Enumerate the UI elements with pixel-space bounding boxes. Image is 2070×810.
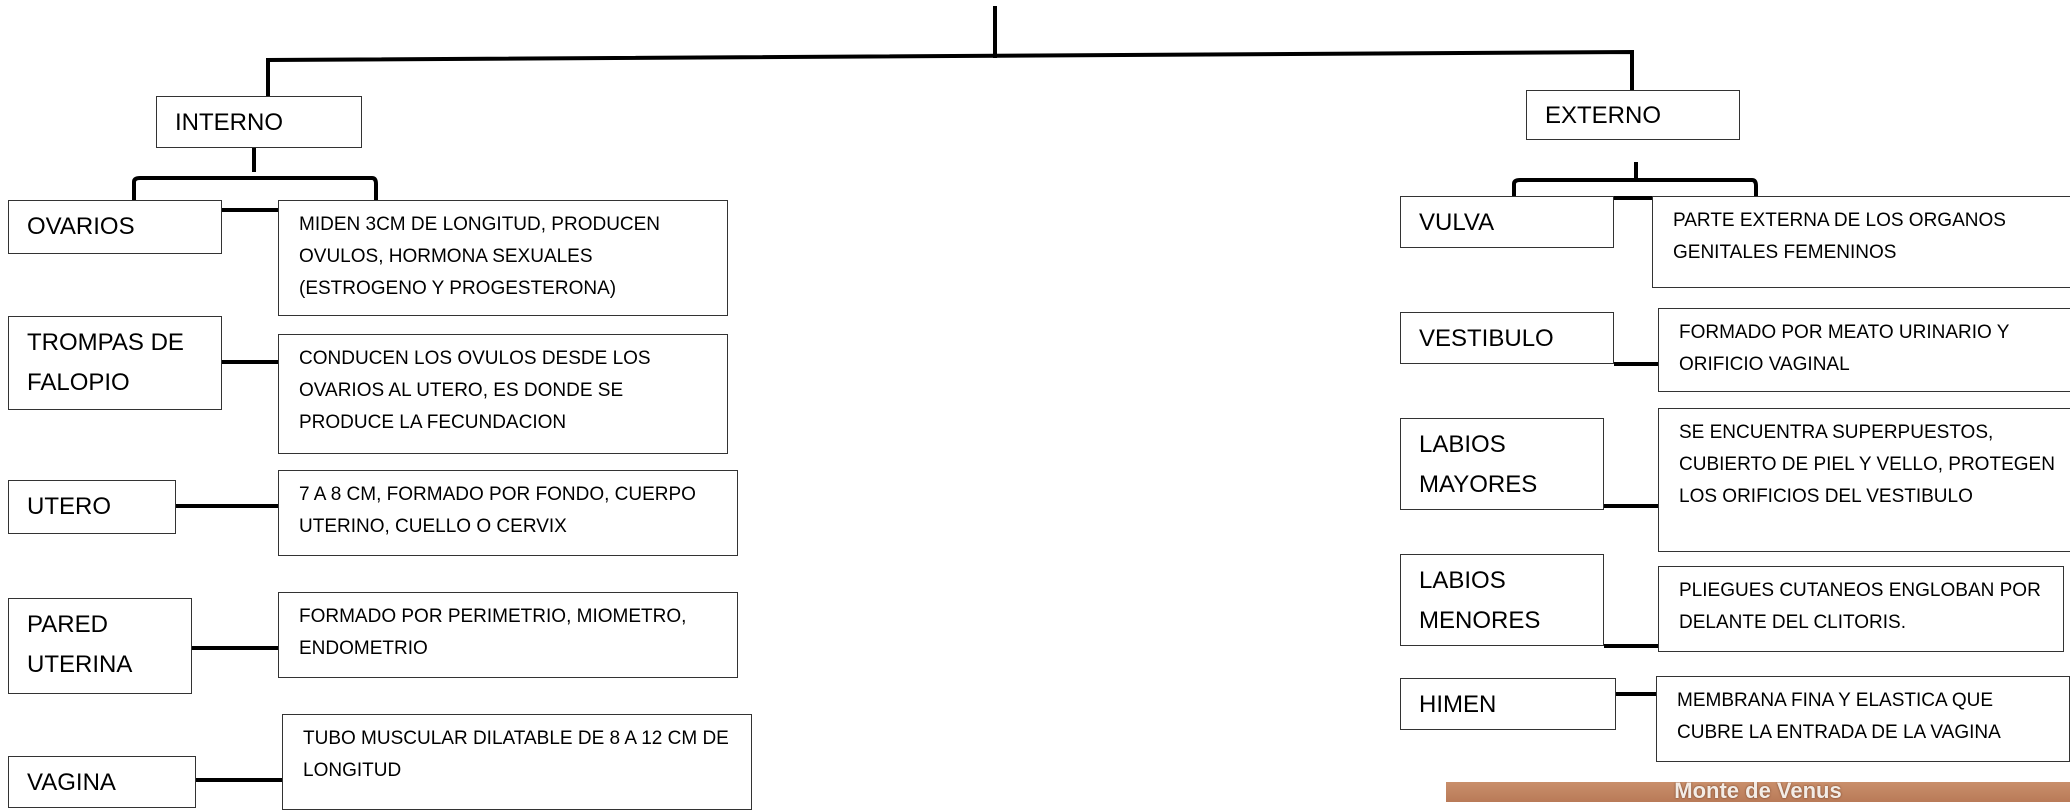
desc-box-utero: 7 A 8 CM, FORMADO POR FONDO, CUERPO UTER… [278,470,738,556]
desc-box-himen: MEMBRANA FINA Y ELASTICA QUE CUBRE LA EN… [1656,676,2070,762]
branch-title-interno: INTERNO [156,96,362,148]
term-box-trompas: TROMPAS DE FALOPIO [8,316,222,410]
term-box-labios-mayores: LABIOS MAYORES [1400,418,1604,510]
desc-box-labios-mayores: SE ENCUENTRA SUPERPUESTOS, CUBIERTO DE P… [1658,408,2070,552]
term-box-utero: UTERO [8,480,176,534]
desc-box-ovarios: MIDEN 3CM DE LONGITUD, PRODUCEN OVULOS, … [278,200,728,316]
desc-box-vagina: TUBO MUSCULAR DILATABLE DE 8 A 12 CM DE … [282,714,752,810]
term-box-vulva: VULVA [1400,196,1614,248]
term-box-pared-uterina: PARED UTERINA [8,598,192,694]
term-box-vestibulo: VESTIBULO [1400,312,1614,364]
anatomy-image: Monte de Venus [1446,782,2070,802]
term-box-ovarios: OVARIOS [8,200,222,254]
term-box-vagina: VAGINA [8,756,196,808]
desc-box-pared-uterina: FORMADO POR PERIMETRIO, MIOMETRO, ENDOME… [278,592,738,678]
term-box-labios-menores: LABIOS MENORES [1400,554,1604,646]
branch-title-externo: EXTERNO [1526,90,1740,140]
desc-box-labios-menores: PLIEGUES CUTANEOS ENGLOBAN POR DELANTE D… [1658,566,2064,652]
desc-box-vulva: PARTE EXTERNA DE LOS ORGANOS GENITALES F… [1652,196,2070,288]
desc-box-vestibulo: FORMADO POR MEATO URINARIO Y ORIFICIO VA… [1658,308,2070,392]
image-caption: Monte de Venus [1674,782,1842,802]
desc-box-trompas: CONDUCEN LOS OVULOS DESDE LOS OVARIOS AL… [278,334,728,454]
term-box-himen: HIMEN [1400,678,1616,730]
